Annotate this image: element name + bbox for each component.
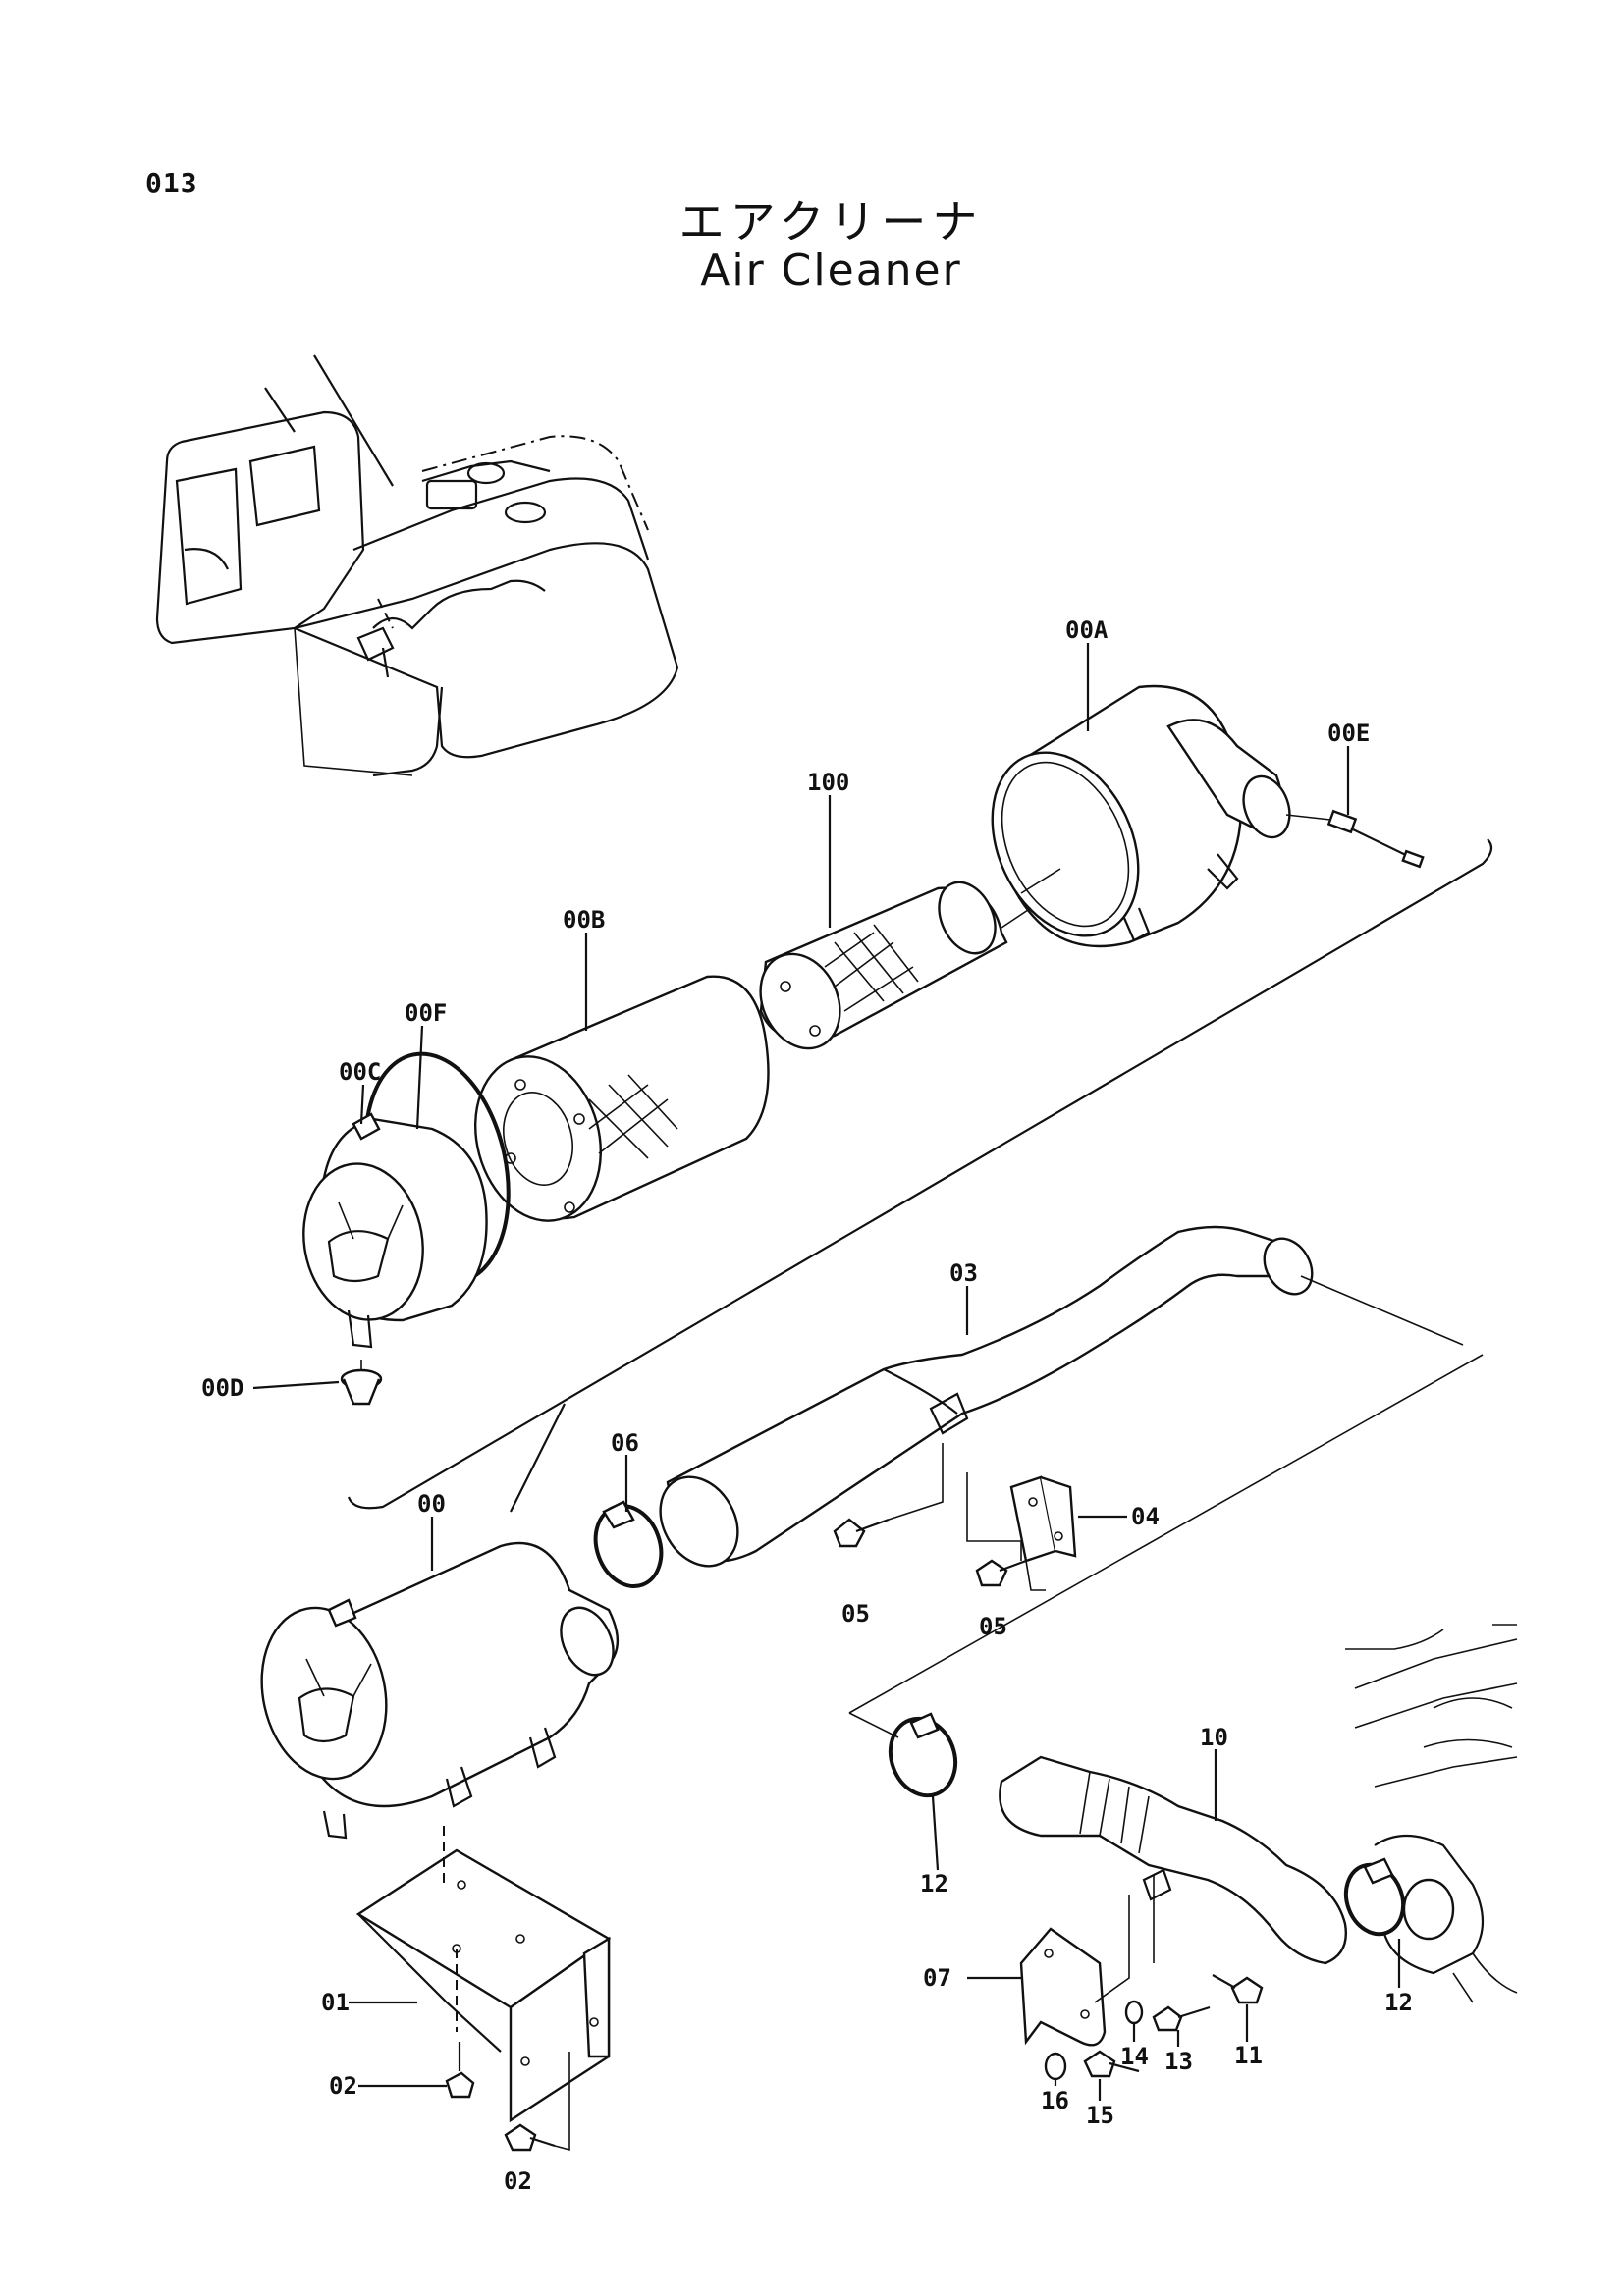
label-00E: 00E [1327,720,1370,747]
label-01: 01 [321,1989,350,2016]
washer-14 [1124,2000,1144,2025]
label-04: 04 [1131,1503,1160,1530]
label-00: 00 [417,1490,446,1518]
title-english: Air Cleaner [700,245,962,295]
primary-element-00B [473,975,770,1222]
restriction-indicator-00E [1285,809,1425,869]
page-number: 013 [145,167,198,199]
bolt-13 [1152,2005,1211,2032]
hose-clamp-06 [593,1500,664,1588]
air-cleaner-housing-00A [991,684,1291,948]
leader-lines [252,643,1401,2101]
label-06: 06 [611,1429,639,1457]
label-00D: 00D [201,1374,243,1402]
exploded-view-frame [347,838,1493,1510]
label-16: 16 [1041,2087,1069,2114]
air-cleaner-assembly-00 [260,1541,620,1840]
bolt-11 [1212,1974,1264,2004]
label-02-left: 02 [329,2072,357,2100]
label-100: 100 [807,769,849,796]
label-12-right: 12 [1384,1989,1413,2016]
label-12-left: 12 [920,1870,948,1897]
label-02-bottom: 02 [504,2167,532,2195]
hose-clamp-12 [888,1712,1406,1937]
engine-turbocharger-illustration [1345,1624,1518,2003]
label-07: 07 [923,1964,951,1992]
support-bracket-01 [355,1826,612,2123]
cover-00C [302,1112,488,1349]
exploded-view-leader [510,1403,566,1513]
label-00F: 00F [405,999,447,1027]
bolt-02 [445,2042,570,2152]
label-05-left: 05 [841,1600,870,1628]
label-03: 03 [949,1259,978,1287]
intake-hose-10 [999,1755,1347,1965]
evacuator-valve-00D [340,1360,383,1406]
label-10: 10 [1200,1724,1228,1751]
stay-bracket-07 [1019,1875,1155,2047]
label-11: 11 [1234,2042,1263,2069]
label-14: 14 [1120,2043,1149,2070]
label-00C: 00C [339,1058,381,1086]
excavator-illustration [155,354,679,777]
label-15: 15 [1086,2102,1114,2129]
washer-16 [1044,2052,1067,2081]
assembly-link-line [848,1354,1484,1714]
safety-element-100 [759,881,1032,1050]
part-labels: 00A 00E 100 00B 00F 00C 00D 03 06 00 04 … [201,616,1413,2195]
bracket-04 [1009,1475,1077,1563]
hose-03 [659,1225,1464,1568]
assembly-link-line-2 [848,1712,899,1738]
title-japanese: エアクリーナ [678,195,984,248]
label-05-right: 05 [979,1613,1007,1640]
bolt-05 [833,1443,1046,1591]
label-00B: 00B [563,906,605,934]
label-00A: 00A [1065,616,1109,644]
label-13: 13 [1164,2048,1193,2075]
bolt-15 [1083,2050,1140,2078]
